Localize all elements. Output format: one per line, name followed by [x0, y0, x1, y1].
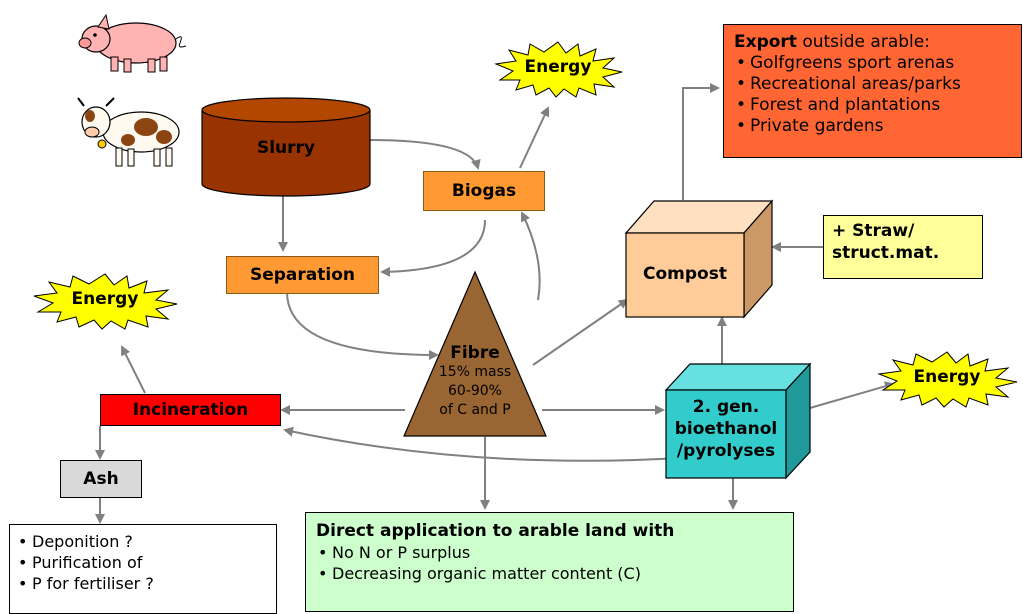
ash-outcomes-box: Deponition ? Purification of P for ferti… — [9, 524, 277, 614]
fibre-title: Fibre — [450, 343, 500, 363]
bioethanol-line-3: /pyrolyses — [676, 441, 776, 461]
straw-line-2: struct.mat. — [832, 243, 940, 263]
arrow-separation-fibre — [286, 291, 439, 360]
energy-burst-top — [494, 41, 623, 98]
bioethanol-text: 2. gen. bioethanol /pyrolyses — [666, 396, 786, 462]
arrow-fibre-biogas — [521, 211, 541, 301]
export-item: Recreational areas/parks — [734, 74, 1011, 95]
arrow-incineration-energy — [121, 345, 146, 394]
ash-outcome-item: P for fertiliser ? — [16, 573, 270, 594]
bioethanol-line-1: 2. gen. — [692, 397, 760, 417]
compost-label: Compost — [643, 264, 727, 284]
fibre-text: Fibre 15% mass 60-90% of C and P — [400, 344, 550, 420]
energy-label-top: Energy — [524, 57, 592, 77]
biogas-box: Biogas — [423, 171, 545, 211]
arrow-biogas-separation — [380, 219, 486, 277]
fibre-line-2: 60-90% — [448, 383, 502, 399]
direct-application-item: No N or P surplus — [316, 542, 783, 563]
fibre-line-3: of C and P — [439, 402, 511, 418]
energy-burst-left — [33, 273, 178, 330]
arrow-bio-energy — [809, 381, 895, 409]
export-title: Export outside arable: — [734, 32, 1011, 53]
ash-outcome-item: Deponition ? — [16, 531, 270, 552]
export-item: Private gardens — [734, 116, 1011, 137]
ash-box: Ash — [60, 460, 142, 498]
arrow-slurry-biogas — [369, 139, 481, 170]
separation-label: Separation — [249, 265, 355, 285]
slurry-label: Slurry — [256, 138, 316, 158]
straw-box: + Straw/ struct.mat. — [823, 215, 983, 279]
separation-box: Separation — [226, 256, 379, 294]
direct-application-title: Direct application to arable land with — [316, 521, 675, 541]
bioethanol-line-2: bioethanol — [674, 419, 778, 439]
arrow-fibre-compost — [532, 298, 629, 366]
fibre-triangle — [403, 270, 547, 437]
direct-application-item: Decreasing organic matter content (C) — [316, 563, 783, 584]
slurry-tank — [201, 97, 371, 197]
bioethanol-box — [664, 362, 812, 480]
ash-label: Ash — [83, 469, 119, 489]
export-item: Golfgreens sport arenas — [734, 53, 1011, 74]
straw-line-1: + Straw/ — [832, 221, 915, 241]
direct-application-box: Direct application to arable land with N… — [305, 512, 794, 612]
arrow-bio-incineration — [283, 426, 681, 462]
export-item: Forest and plantations — [734, 95, 1011, 116]
compost-box — [624, 199, 774, 319]
incineration-box: Incineration — [100, 394, 281, 426]
export-box: Export outside arable: Golfgreens sport … — [723, 24, 1022, 158]
fibre-line-1: 15% mass — [438, 364, 512, 380]
energy-burst-right — [877, 351, 1018, 408]
arrow-biogas-energy — [519, 106, 550, 169]
biogas-label: Biogas — [451, 181, 517, 201]
arrow-compost-export — [682, 83, 720, 200]
export-title-rest: outside arable: — [796, 32, 930, 52]
energy-label-left: Energy — [71, 289, 139, 309]
ash-outcome-item: Purification of — [16, 552, 270, 573]
direct-application-list: No N or P surplus Decreasing organic mat… — [316, 542, 783, 584]
incineration-label: Incineration — [132, 400, 249, 420]
cow-icon — [77, 97, 180, 167]
energy-label-right: Energy — [913, 367, 981, 387]
pig-icon — [78, 13, 187, 73]
ash-outcomes-list: Deponition ? Purification of P for ferti… — [16, 531, 270, 594]
export-list: Golfgreens sport arenas Recreational are… — [734, 53, 1011, 137]
export-title-bold: Export — [734, 32, 797, 52]
